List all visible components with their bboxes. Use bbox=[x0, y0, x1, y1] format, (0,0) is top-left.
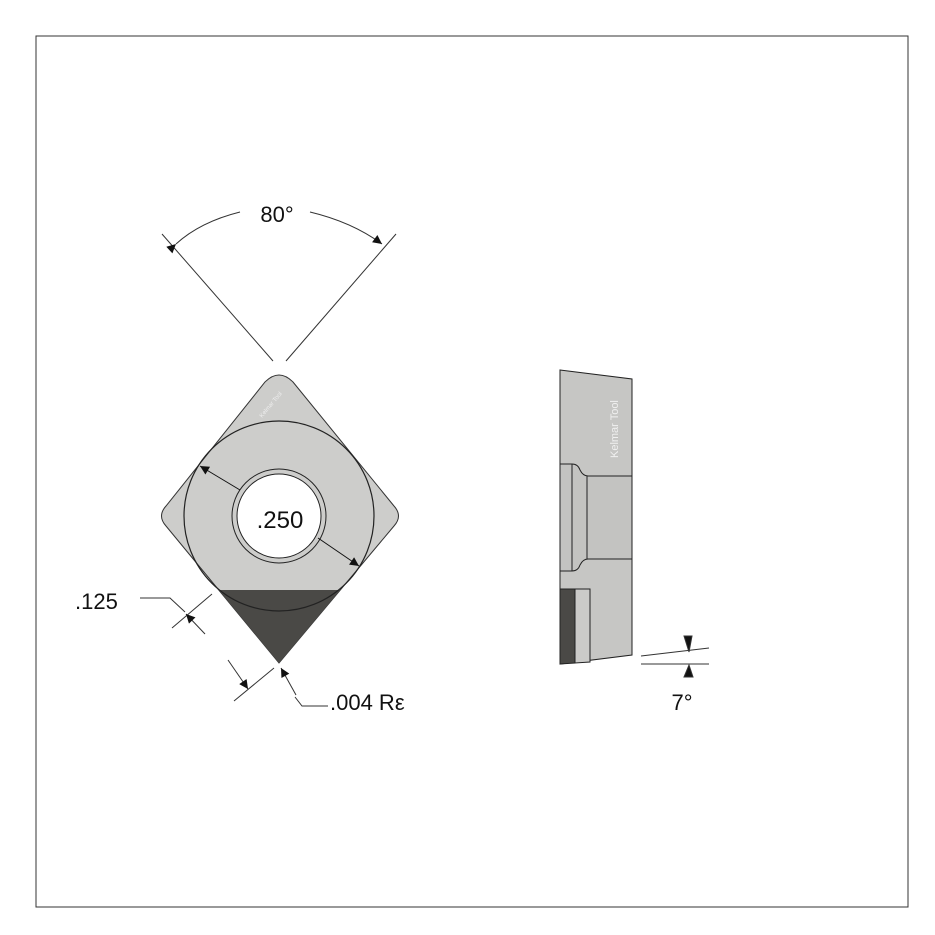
tip-length-dimension bbox=[140, 593, 275, 702]
insert-side-view: Kelmar Tool bbox=[559, 369, 633, 665]
watermark-side: Kelmar Tool bbox=[609, 400, 621, 458]
hole-diameter-label: .250 bbox=[257, 507, 304, 534]
tip-length-label: .125 bbox=[75, 589, 118, 614]
pcd-tip bbox=[161, 590, 399, 663]
hole-dimension bbox=[199, 465, 360, 567]
clearance-angle-dimension bbox=[640, 635, 710, 678]
angle-dimension bbox=[161, 211, 397, 362]
center-hole bbox=[236, 473, 322, 559]
angle-label: 80° bbox=[260, 202, 293, 227]
radius-leader bbox=[280, 667, 328, 707]
drawing-border bbox=[35, 35, 909, 908]
clearance-angle-label: 7° bbox=[671, 690, 692, 715]
corner-radius-label: .004 Rε bbox=[330, 690, 405, 715]
